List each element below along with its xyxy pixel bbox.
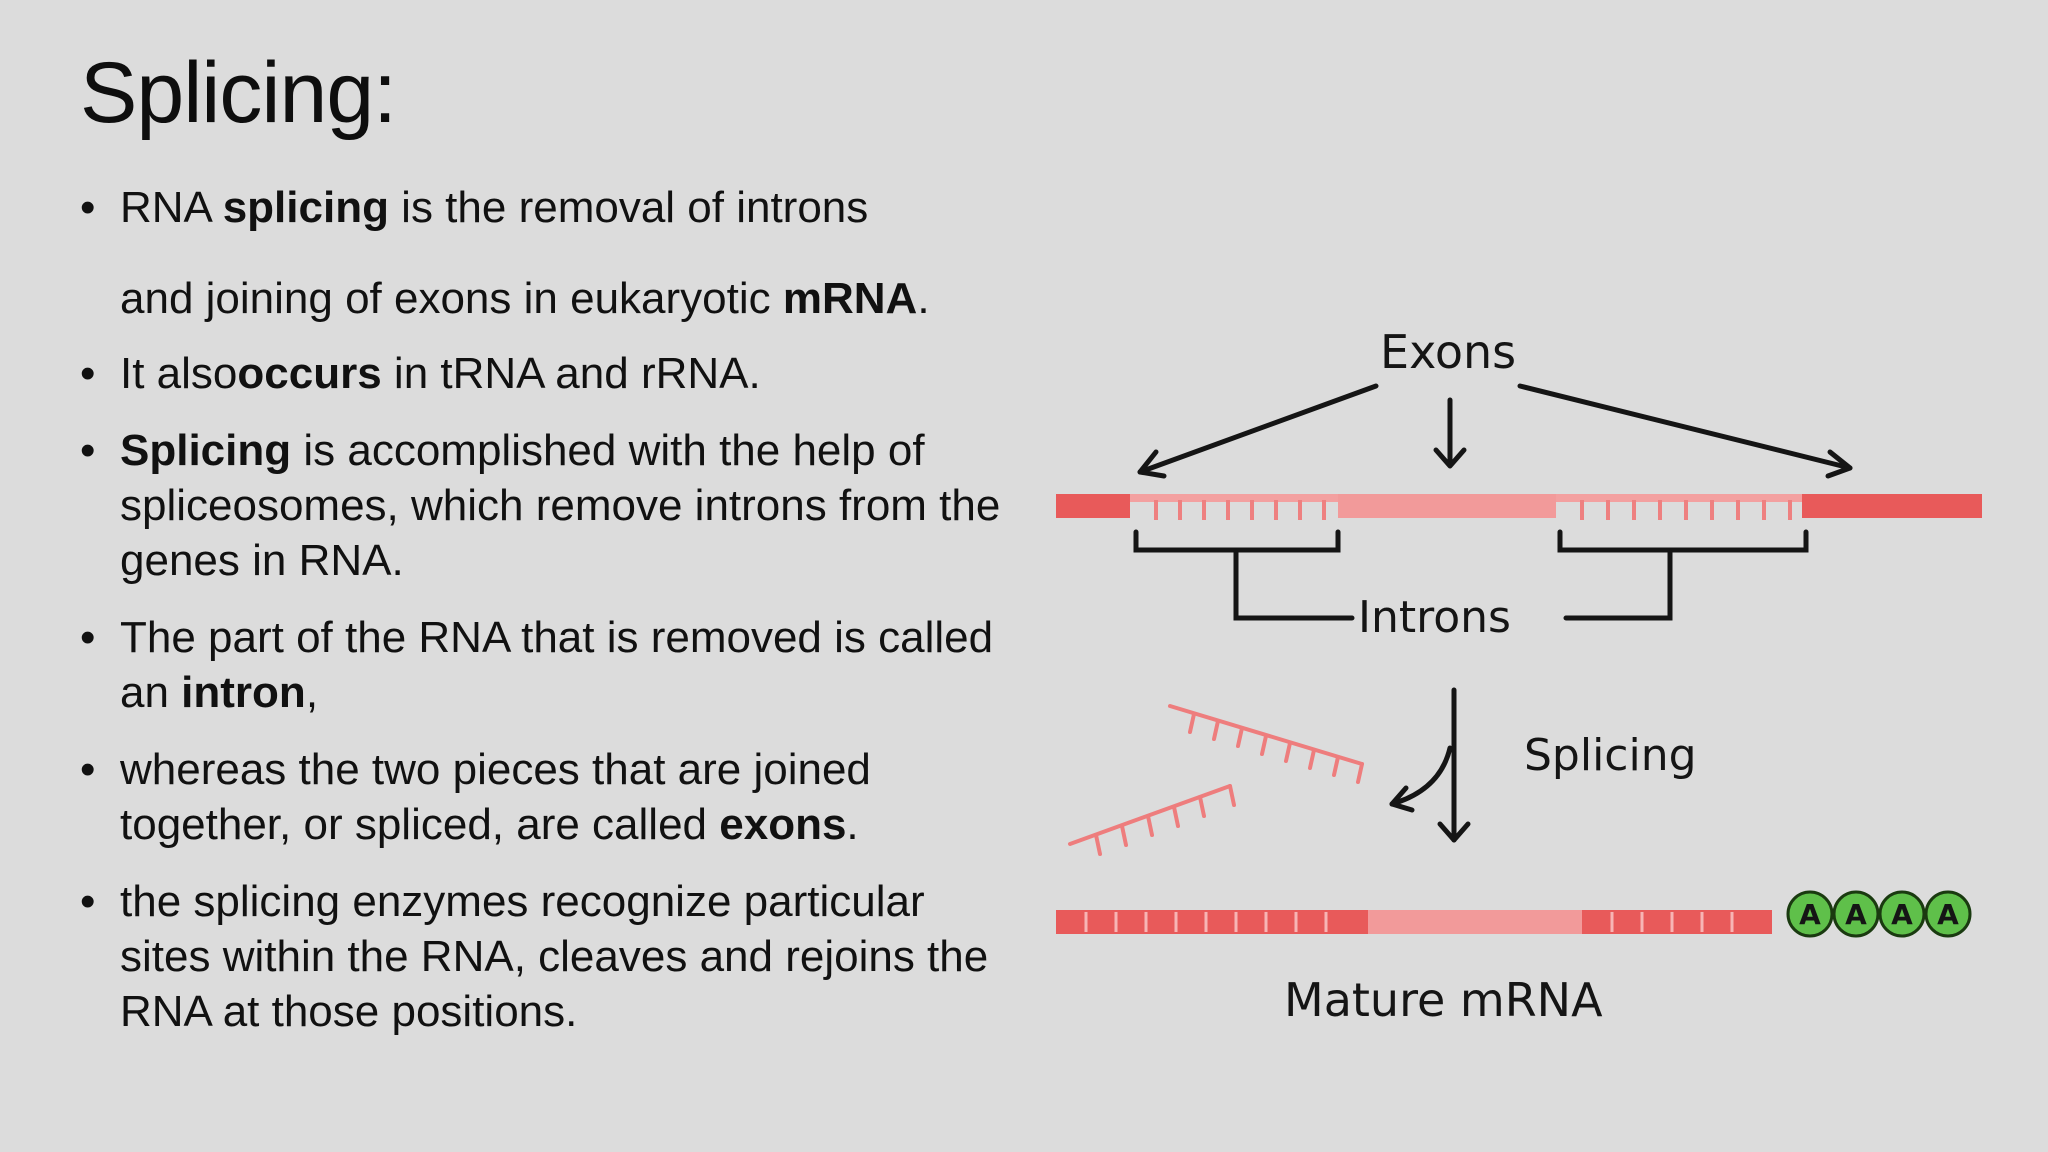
mature-exon-right: [1582, 910, 1772, 934]
mature-exon-left: [1056, 910, 1368, 934]
mature-mrna-label: Mature mRNA: [1284, 973, 1603, 1027]
poly-a-bead: [1924, 890, 1972, 938]
exon-arrows: [1137, 383, 1853, 479]
bullet-text: whereas the two pieces that are joined t…: [120, 745, 871, 849]
bullet-item: whereas the two pieces that are joined t…: [80, 742, 1020, 852]
poly-a-letter: A: [1799, 898, 1821, 931]
bullet-text: The part of the RNA that is removed is c…: [120, 613, 994, 717]
bullet-line: and joining of exons in eukaryotic mRNA.: [120, 271, 1020, 326]
introns-label: Introns: [1358, 592, 1511, 643]
bullet-list: RNA splicing is the removal of introns a…: [80, 180, 1020, 1039]
poly-a-letter: A: [1845, 898, 1867, 931]
bullet-bold: intron: [181, 668, 306, 717]
bullet-text: RNA: [120, 183, 223, 232]
intron-segment-right: [1556, 494, 1802, 502]
poly-a-letter: A: [1937, 898, 1959, 931]
excised-intron-2: [1068, 784, 1236, 856]
poly-a-tail: A A A A: [1786, 890, 1972, 938]
bullet-bold: exons: [719, 800, 847, 849]
splicing-arrow: [1389, 687, 1471, 843]
exon-segment-right: [1802, 494, 1982, 518]
intron-ticks-right: [1580, 500, 1792, 520]
bullet-text: is accomplished with the help of spliceo…: [120, 426, 1001, 585]
mature-mrna-strand: [1056, 910, 1772, 934]
slide-title: Splicing:: [80, 45, 397, 141]
excised-intron-1: [1168, 704, 1364, 784]
intron-segment-left: [1130, 494, 1338, 502]
mature-exon-middle: [1368, 910, 1582, 934]
bullet-bold: occurs: [237, 349, 382, 398]
bullet-item: It alsooccurs in tRNA and rRNA.: [80, 346, 1020, 401]
bullet-text: the splicing enzymes recognize particula…: [120, 877, 989, 1036]
exon-segment-left: [1056, 494, 1130, 518]
poly-a-bead: [1786, 890, 1834, 938]
bullet-item: RNA splicing is the removal of introns a…: [80, 180, 1020, 326]
bullet-text: in tRNA and rRNA.: [381, 349, 761, 398]
bullet-item: The part of the RNA that is removed is c…: [80, 610, 1020, 720]
bullet-bold: mRNA: [782, 274, 918, 323]
poly-a-letter: A: [1891, 898, 1913, 931]
bullet-text: It also: [120, 349, 238, 398]
poly-a-bead: [1832, 890, 1880, 938]
bullet-text: .: [917, 274, 930, 323]
bullet-text: ,: [305, 668, 319, 717]
intron-brackets: [1133, 529, 1809, 621]
poly-a-bead: [1878, 890, 1926, 938]
exons-label: Exons: [1380, 325, 1516, 379]
bullet-text: is the removal of introns: [388, 183, 869, 232]
mature-strand-dividers: [1084, 912, 1734, 932]
bullet-text: .: [846, 800, 859, 849]
bullet-bold: splicing: [222, 183, 389, 232]
bullet-bold: Splicing: [120, 426, 292, 475]
splicing-label: Splicing: [1524, 730, 1697, 781]
pre-mrna-strand: [1056, 494, 1982, 520]
intron-ticks-left: [1154, 500, 1326, 520]
splicing-diagram: Exons Introns Splicing: [1056, 325, 1982, 1027]
bullet-item: the splicing enzymes recognize particula…: [80, 874, 1020, 1039]
exon-segment-middle: [1338, 494, 1556, 518]
bullet-text: and joining of exons in eukaryotic: [120, 274, 783, 323]
bullet-item: Splicing is accomplished with the help o…: [80, 423, 1020, 588]
